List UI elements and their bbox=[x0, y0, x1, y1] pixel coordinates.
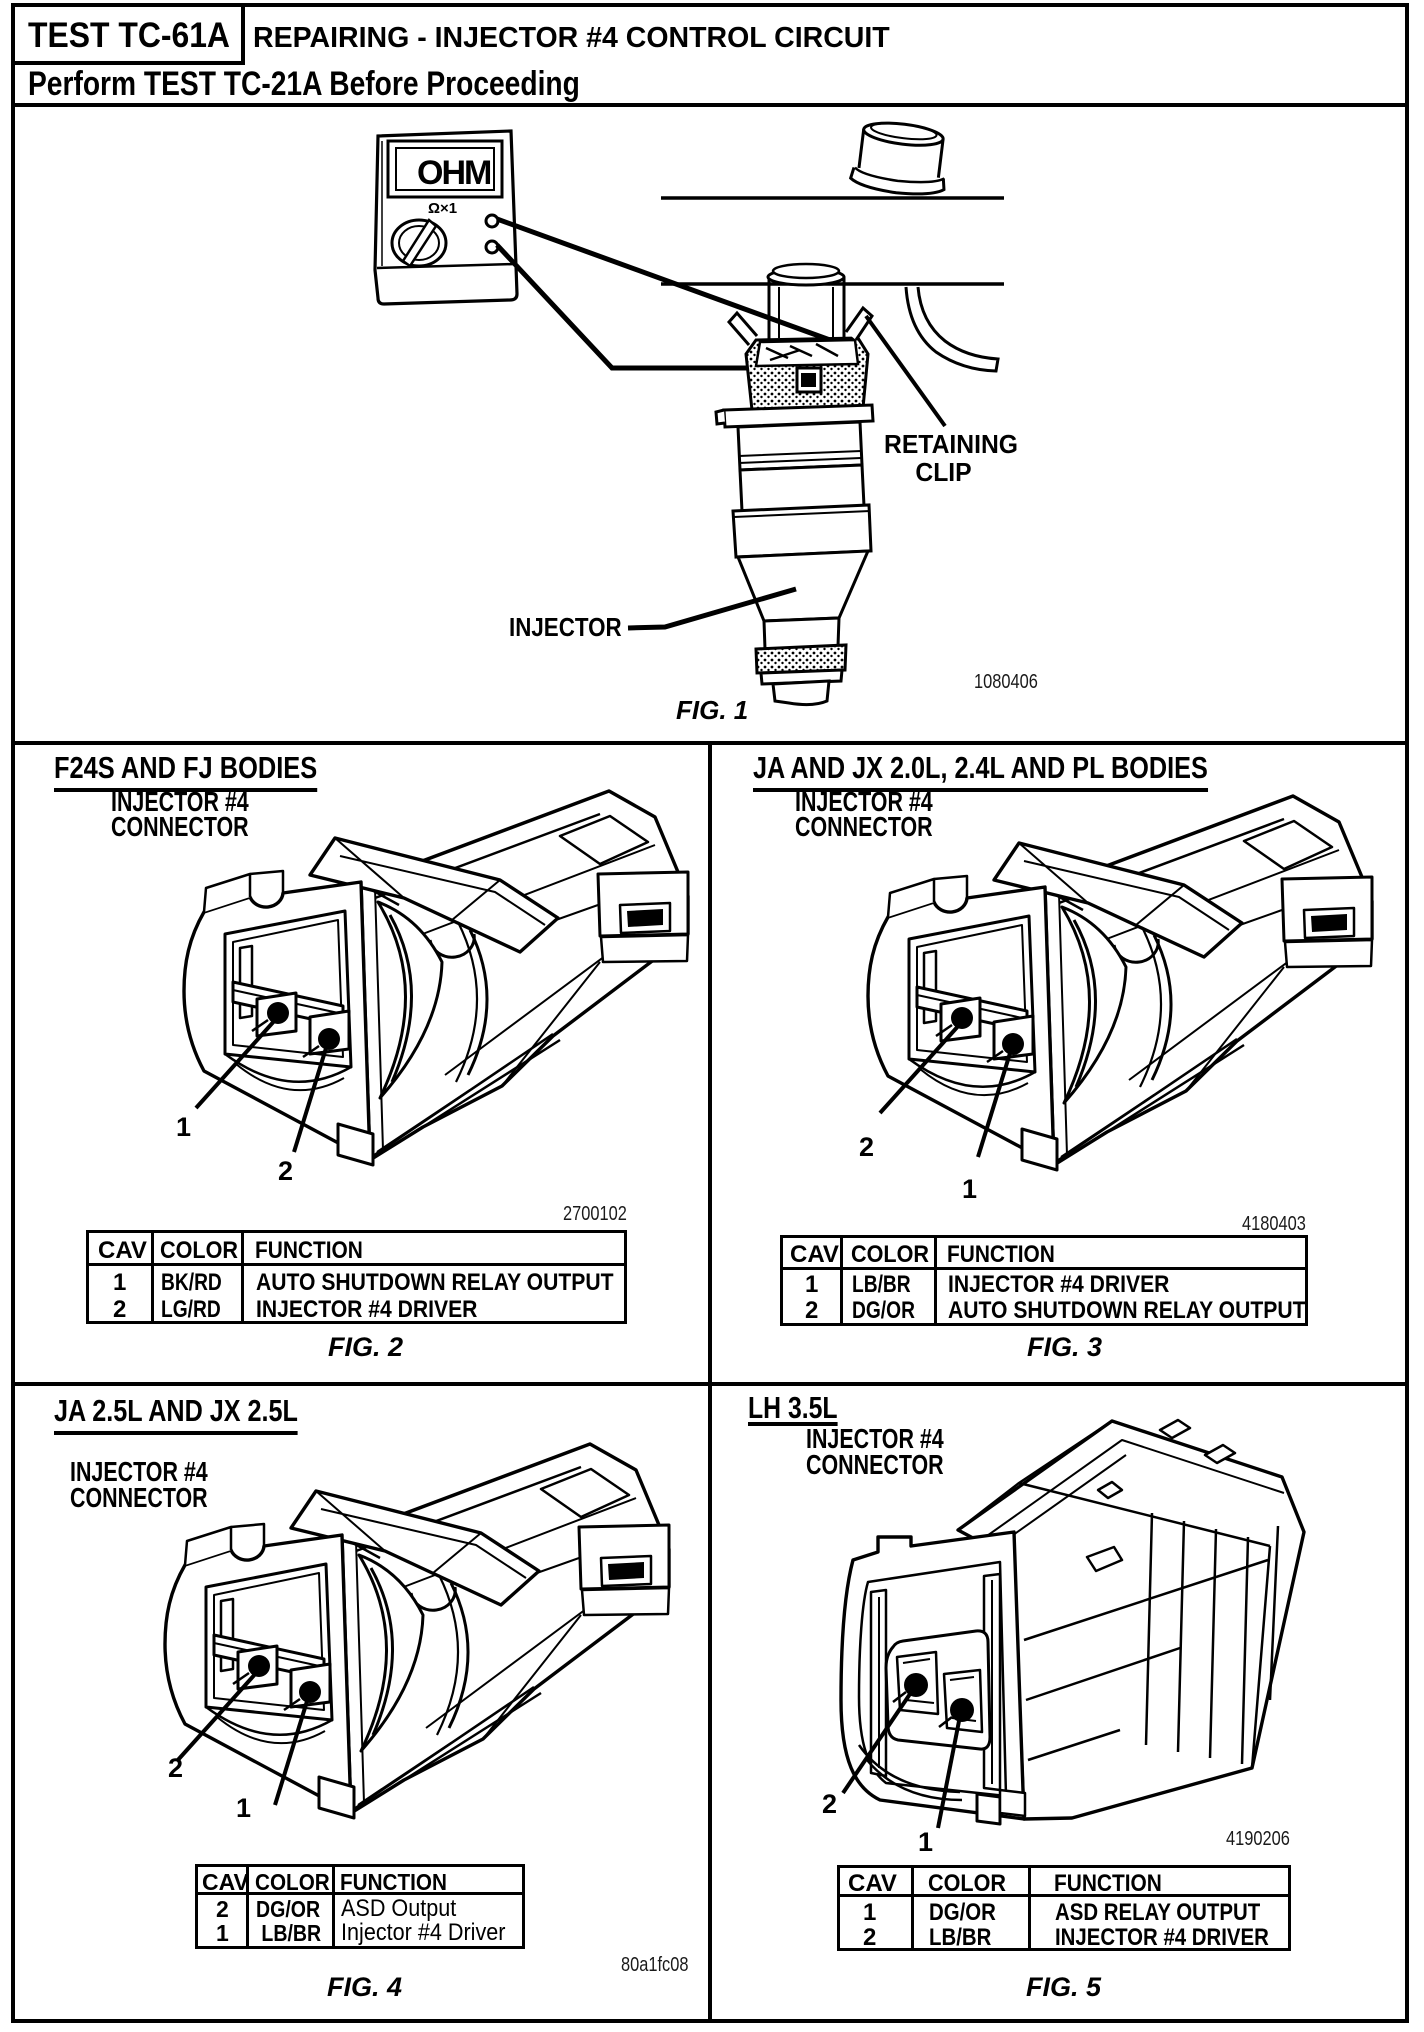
svg-text:Ω×1: Ω×1 bbox=[428, 200, 457, 217]
svg-text:OHM: OHM bbox=[417, 154, 491, 192]
